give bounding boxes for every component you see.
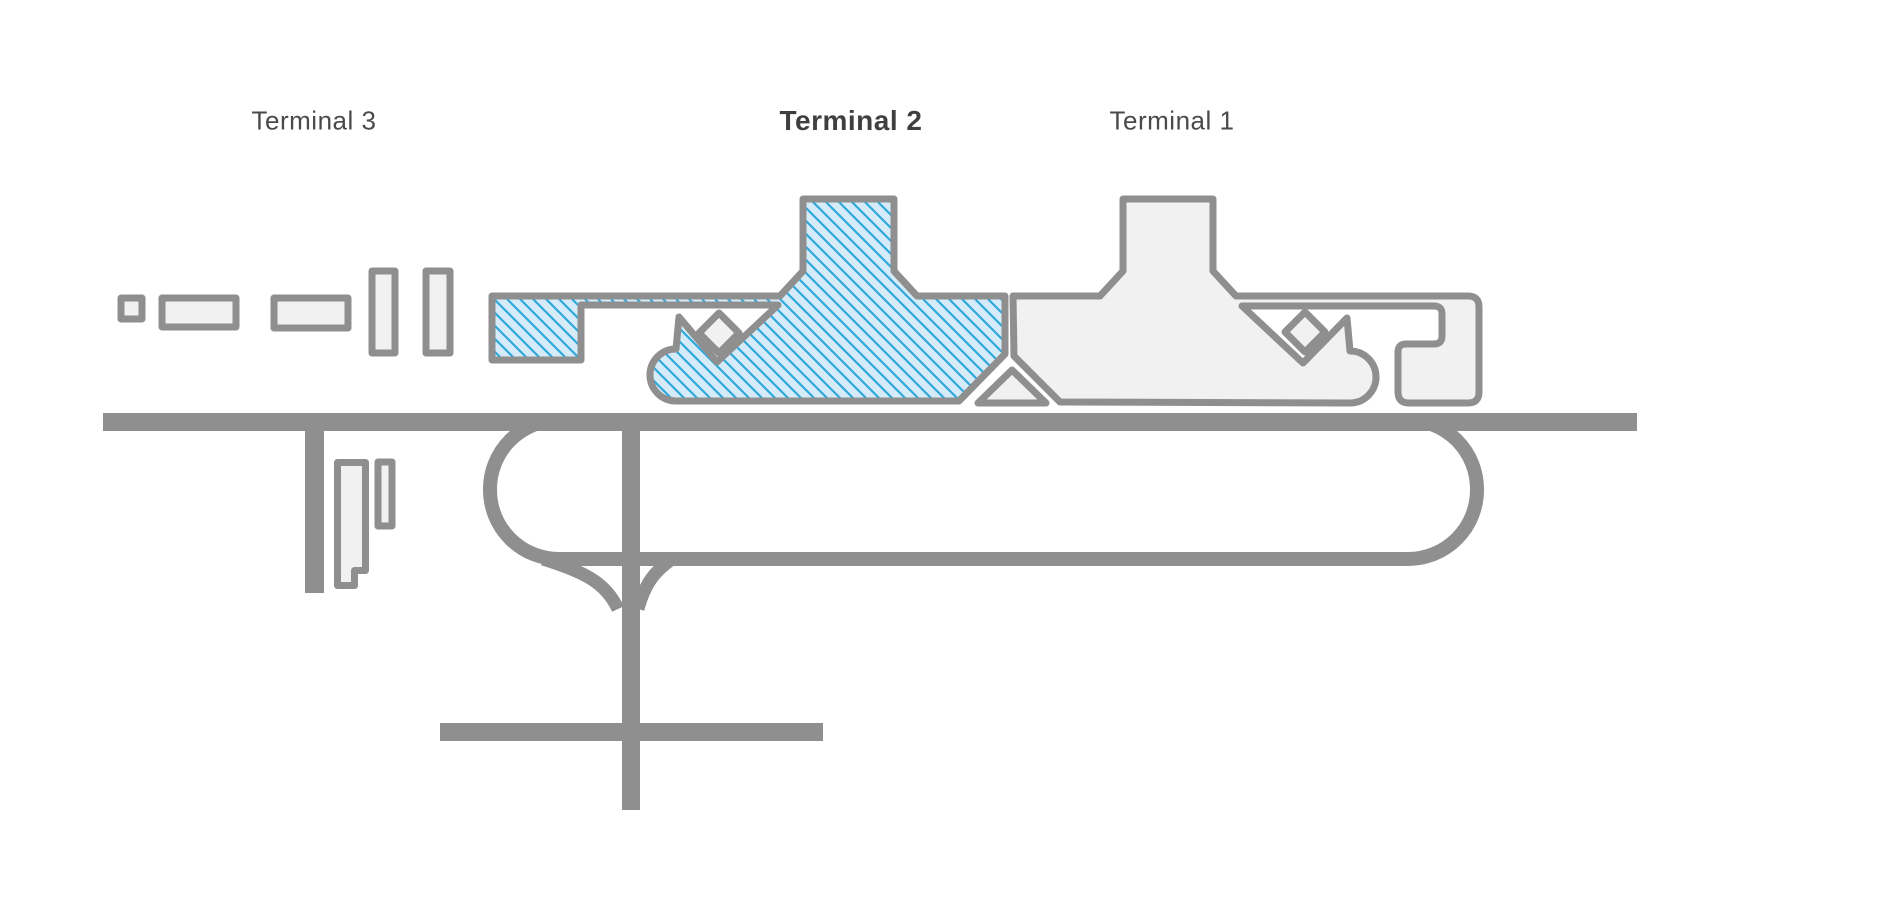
terminal-1-outline[interactable] (1009, 195, 1483, 407)
terminal-1-building[interactable] (1009, 195, 1483, 407)
road-network (103, 413, 1637, 810)
terminal-3-building-tall-1[interactable] (368, 267, 399, 357)
terminal-2-outline[interactable] (488, 195, 1009, 405)
interchange-ramp-left (541, 552, 624, 612)
lower-cross-road (440, 723, 823, 741)
terminal-3-building-south-tall[interactable] (334, 459, 369, 589)
terminal-3-building-tall-2[interactable] (422, 267, 454, 357)
terminal-3-building-small-square[interactable] (117, 294, 146, 323)
interchange-ramp-right (631, 553, 676, 611)
terminal-3-buildings[interactable] (117, 267, 454, 589)
inter-terminal-triangle (974, 366, 1050, 407)
approach-road (622, 424, 640, 810)
terminal-2-label[interactable]: Terminal 2 (779, 105, 923, 136)
terminal-2-diamond (695, 309, 743, 357)
terminal-1-diamond (1281, 308, 1329, 356)
terminal-3-building-south-small[interactable] (374, 458, 396, 530)
terminal-3-building-wide-2[interactable] (270, 294, 352, 332)
terminal-2-building[interactable] (488, 195, 1009, 405)
main-road (103, 413, 1637, 431)
terminal-3-building-wide-1[interactable] (158, 294, 240, 331)
terminal-1-label[interactable]: Terminal 1 (1109, 105, 1235, 136)
terminal-3-branch-road (305, 425, 324, 593)
terminal-3-label[interactable]: Terminal 3 (251, 105, 377, 136)
